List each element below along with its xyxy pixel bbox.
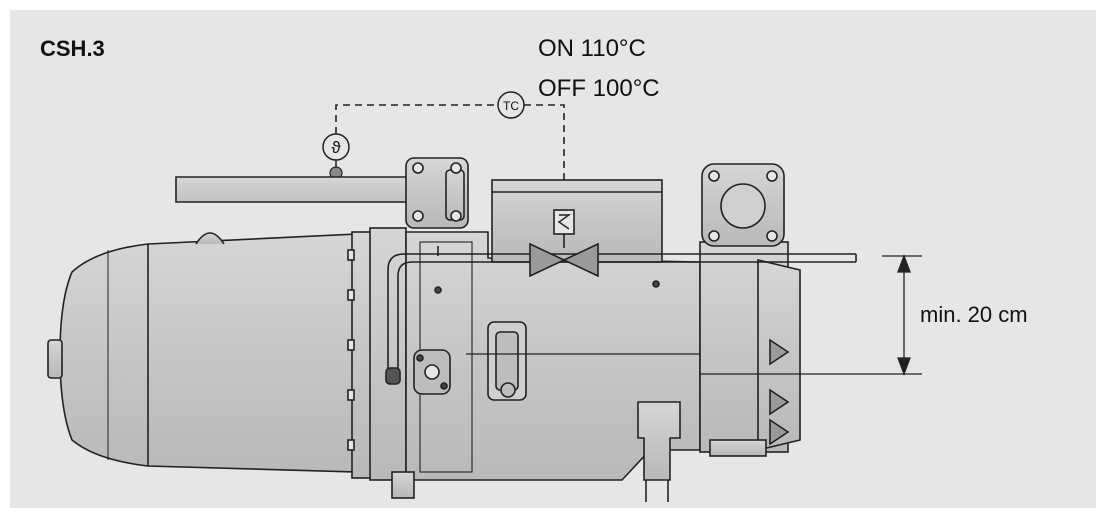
motor-housing xyxy=(47,232,359,473)
diagram-panel: CSH.3 ON 110°C OFF 100°C TC ϑ xyxy=(10,10,1096,508)
solenoid-valve xyxy=(529,209,599,278)
control-line xyxy=(335,104,565,210)
thermostat-off-label: OFF 100°C xyxy=(538,75,660,102)
tc-controller-symbol: TC xyxy=(497,91,525,119)
oil-injection-line xyxy=(385,253,857,385)
compressor-body xyxy=(405,179,701,481)
compressor-diagram: CSH.3 ON 110°C OFF 100°C TC ϑ xyxy=(40,35,1028,502)
sensor-symbol: ϑ xyxy=(331,138,341,157)
dimension-lines xyxy=(700,254,922,376)
thermostat-on-label: ON 110°C xyxy=(538,35,646,62)
discharge-flange xyxy=(405,157,469,229)
dimension-label: min. 20 cm xyxy=(920,302,1028,327)
suction-end xyxy=(699,163,801,457)
sight-glass xyxy=(413,349,451,395)
support-foot xyxy=(391,401,681,502)
tc-label: TC xyxy=(503,99,519,113)
temperature-sensor-icon: ϑ xyxy=(322,133,350,180)
model-label: CSH.3 xyxy=(40,36,105,61)
discharge-pipe xyxy=(175,176,443,216)
